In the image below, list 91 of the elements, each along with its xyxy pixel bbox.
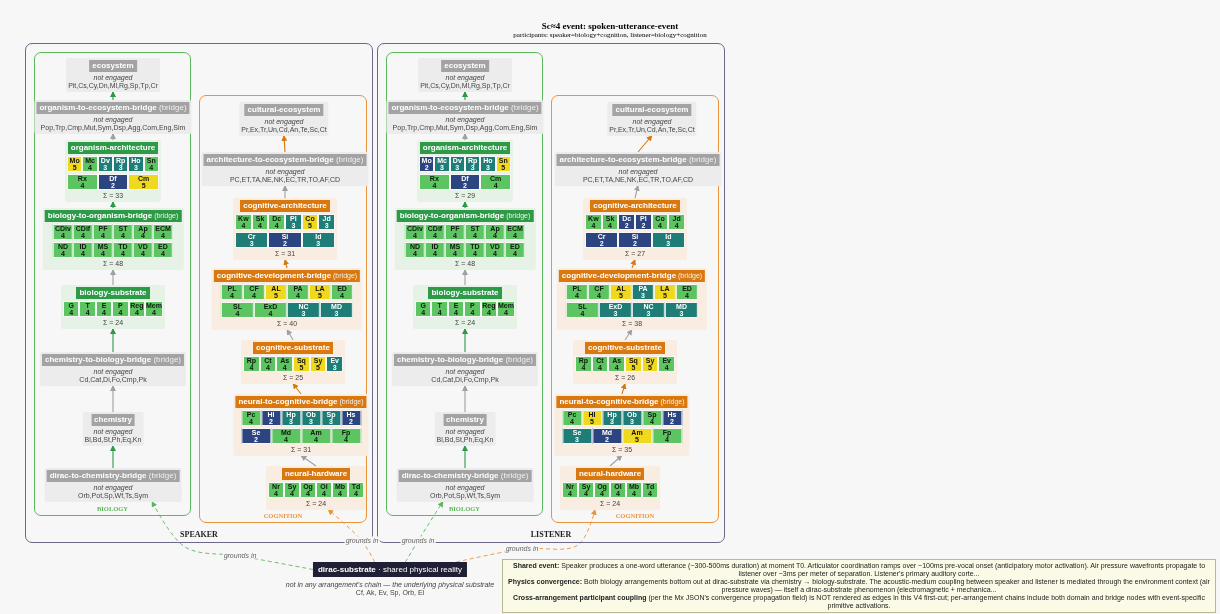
flow-arrow <box>110 444 116 469</box>
flow-arrow <box>637 134 653 153</box>
layer-card <box>233 394 369 456</box>
layer-card <box>239 102 329 136</box>
flow-arrow <box>300 454 317 467</box>
flow-arrow <box>620 382 627 395</box>
layer-label: ecosystem <box>89 60 137 72</box>
flow-arrow <box>292 382 302 395</box>
flow-arrow <box>286 328 294 341</box>
domain-panel <box>34 52 191 516</box>
panel-title: LISTENER <box>530 530 572 539</box>
layer-label: architecture-to-ecosystem-bridge (bridge) <box>203 154 367 166</box>
flow-arrow <box>110 132 116 141</box>
layer-card <box>394 208 536 270</box>
flow-arrow <box>462 444 468 469</box>
layer-label: cognitive-architecture <box>590 200 680 212</box>
layer-label: organism-to-ecosystem-bridge (bridge) <box>36 102 190 114</box>
layer-label: cultural-ecosystem <box>244 104 324 116</box>
layer-card <box>573 340 677 384</box>
layer-card <box>241 340 345 384</box>
layer-card <box>34 100 192 134</box>
layer-card <box>434 412 496 446</box>
flow-arrow <box>281 134 288 153</box>
domain-panel <box>199 95 367 523</box>
layer-label: ecosystem <box>441 60 489 72</box>
layer-card <box>554 394 690 456</box>
flow-arrow <box>283 258 290 269</box>
flow-arrow <box>462 200 468 209</box>
participant-panel <box>377 43 725 543</box>
layer-card <box>386 100 544 134</box>
flow-arrow <box>462 268 468 286</box>
flow-arrow <box>110 327 116 353</box>
panel-title: SPEAKER <box>180 530 218 539</box>
domain-panel <box>551 95 719 523</box>
layer-label: chemistry-to-biology-bridge (bridge) <box>42 354 184 366</box>
layer-card <box>607 102 697 136</box>
diagram-title: Sc≈4 event: spoken-utterance-event <box>541 21 679 31</box>
flow-arrow <box>110 268 116 286</box>
layer-card <box>413 285 517 329</box>
layer-label: dirac-to-chemistry-bridge (bridge) <box>46 470 180 482</box>
layer-card <box>66 58 160 92</box>
flow-arrow <box>609 454 623 467</box>
layer-card <box>556 268 708 330</box>
layer-label: neural-hardware <box>575 468 645 480</box>
layer-card <box>44 468 182 502</box>
layer-label: chemistry <box>443 414 487 426</box>
layer-card <box>554 152 722 186</box>
layer-card <box>61 285 165 329</box>
layer-label: architecture-to-ecosystem-bridge (bridge) <box>556 154 720 166</box>
layer-card <box>65 140 161 202</box>
layer-card <box>82 412 144 446</box>
layer-card <box>201 152 369 186</box>
flow-arrow <box>462 90 468 101</box>
layer-label: organism-architecture <box>67 142 159 154</box>
layer-label: organism-architecture <box>419 142 511 154</box>
layer-card <box>418 58 512 92</box>
flow-arrow <box>110 384 116 413</box>
layer-card <box>266 466 366 510</box>
layer-label: cognitive-substrate <box>585 342 665 354</box>
layer-label: neural-hardware <box>281 468 351 480</box>
layer-card <box>583 198 687 260</box>
layer-card <box>417 140 513 202</box>
layer-card <box>40 352 186 386</box>
flow-arrow <box>462 384 468 413</box>
flow-arrow <box>282 184 288 199</box>
layer-label: chemistry-to-biology-bridge (bridge) <box>394 354 536 366</box>
flow-arrow <box>633 184 640 199</box>
layer-card <box>396 468 534 502</box>
layer-card <box>211 268 363 330</box>
layer-label: dirac-to-chemistry-bridge (bridge) <box>398 470 532 482</box>
participant-panel <box>25 43 373 543</box>
layer-label: biology-substrate <box>428 287 502 299</box>
substrate-box: dirac-substrate · shared physical reality <box>312 562 468 577</box>
layer-label: cognitive-substrate <box>253 342 333 354</box>
flow-arrow <box>462 327 468 353</box>
layer-label: biology-substrate <box>76 287 150 299</box>
layer-card <box>42 208 184 270</box>
layer-label: organism-to-ecosystem-bridge (bridge) <box>388 102 542 114</box>
layer-card <box>233 198 337 260</box>
flow-arrow <box>630 258 637 269</box>
flow-arrow <box>462 132 468 141</box>
domain-panel <box>386 52 543 516</box>
layer-label: cognitive-architecture <box>240 200 330 212</box>
layer-card <box>392 352 538 386</box>
layer-card <box>560 466 660 510</box>
note-box <box>502 559 1216 613</box>
flow-arrow <box>110 200 116 209</box>
layer-label: chemistry <box>91 414 135 426</box>
layer-label: cultural-ecosystem <box>612 104 692 116</box>
flow-arrow <box>624 328 633 341</box>
flow-arrow <box>110 90 116 101</box>
